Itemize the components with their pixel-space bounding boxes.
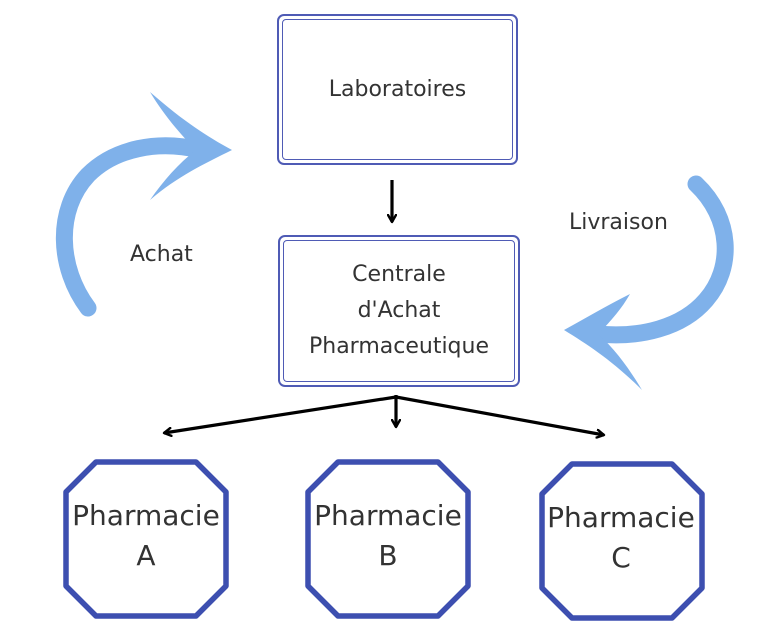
pharmacie-a-label-line-1: Pharmacie	[72, 499, 220, 532]
livraison-label: Livraison	[569, 210, 668, 235]
curved-arrow-icon	[564, 175, 734, 390]
centrale-node: Centrale d'Achat Pharmaceutique	[278, 235, 520, 387]
pharmacie-b-label-line-2: B	[378, 539, 398, 572]
pharmacie-c-octagon	[539, 461, 705, 621]
pharmacie-b-label-line-1: Pharmacie	[314, 499, 462, 532]
pharmacie-b-octagon	[305, 459, 471, 619]
connector-centrale-to-c	[395, 395, 604, 435]
pharmacie-a-node: Pharmacie A	[60, 496, 232, 576]
connector-centrale-to-a	[164, 395, 397, 433]
laboratoires-node: Laboratoires	[277, 14, 518, 165]
pharmacie-c-label-line-2: C	[611, 541, 631, 574]
pharmacie-a-label-line-2: A	[136, 539, 156, 572]
pharmacie-c-label-line-1: Pharmacie	[547, 501, 695, 534]
centrale-label-line-1: Centrale	[352, 262, 446, 287]
achat-label: Achat	[130, 242, 193, 267]
laboratoires-label: Laboratoires	[328, 76, 467, 102]
pharmacie-a-octagon	[63, 459, 229, 619]
curved-arrow-icon	[55, 92, 232, 317]
centrale-label-line-3: Pharmaceutique	[308, 334, 490, 359]
centrale-label-line-2: d'Achat	[357, 298, 441, 323]
pharmacie-c-node: Pharmacie C	[535, 498, 707, 578]
pharmacie-b-node: Pharmacie B	[302, 496, 474, 576]
